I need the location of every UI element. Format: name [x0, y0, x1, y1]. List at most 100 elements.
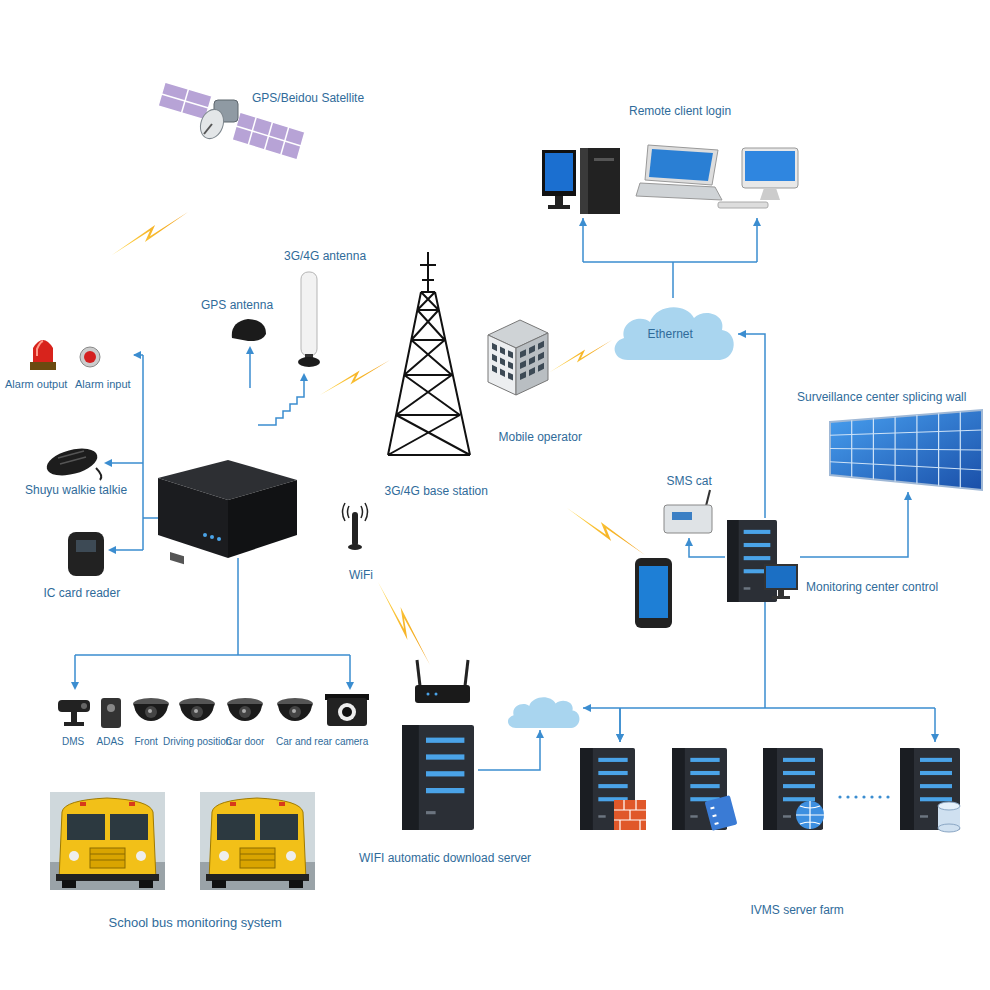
arrowhead	[753, 218, 761, 226]
art-part	[277, 698, 313, 721]
walkie-talkie-icon	[44, 444, 102, 481]
art-part	[862, 795, 865, 798]
art-part	[492, 354, 497, 362]
alarm-input-icon	[80, 347, 100, 367]
art-part	[645, 145, 718, 185]
cloud-outline	[615, 307, 734, 360]
art-part	[327, 698, 367, 726]
art-part	[529, 356, 535, 365]
art-part	[520, 360, 526, 369]
art-part	[76, 540, 96, 552]
art-part	[545, 153, 573, 191]
art-part	[580, 148, 620, 214]
art-part	[649, 149, 713, 181]
wireless-bolt	[550, 340, 612, 372]
art-part	[500, 358, 505, 366]
art-part	[133, 351, 141, 359]
node-label: SMS cat	[667, 474, 712, 488]
video-wall-icon	[830, 410, 982, 490]
connector	[616, 602, 939, 742]
art-part	[830, 412, 982, 488]
node-label: WIFI automatic download server	[359, 851, 531, 865]
art-part	[500, 347, 505, 355]
art-part	[170, 552, 184, 564]
building-node: Mobile operator	[485, 315, 590, 445]
art-part	[778, 589, 784, 597]
art-part	[555, 196, 563, 206]
art-part	[538, 363, 544, 372]
node-label: Remote client login	[629, 104, 731, 118]
antenna-node: 3G/4G antenna	[280, 248, 372, 372]
art-part	[96, 468, 101, 480]
art-part	[529, 367, 535, 376]
art-part	[348, 544, 362, 550]
art-part	[37, 341, 43, 356]
art-part	[71, 682, 79, 690]
connector-line	[583, 218, 757, 298]
bus-photo	[50, 792, 165, 890]
camera-node: ADAS	[98, 692, 124, 750]
art-part	[635, 558, 672, 628]
art-part	[900, 748, 960, 830]
art-part	[830, 430, 982, 435]
art-part	[548, 205, 570, 209]
art-part	[158, 82, 212, 120]
art-part	[81, 703, 87, 709]
connector	[800, 492, 912, 557]
art-part	[520, 349, 526, 358]
node-label: DMS	[62, 736, 84, 748]
art-part	[614, 800, 646, 830]
art-part	[492, 365, 497, 373]
gps-antenna-icon	[232, 319, 266, 341]
art-part	[763, 748, 823, 830]
art-part	[179, 698, 215, 721]
art-part	[236, 126, 301, 146]
device-node: Alarm input	[72, 340, 134, 392]
art-part	[745, 151, 795, 181]
art-part	[492, 343, 513, 381]
art-part	[492, 343, 497, 351]
camera-icons	[58, 694, 369, 728]
camera-node: Car and rear camera	[275, 692, 375, 750]
art-part	[488, 335, 516, 395]
art-part	[133, 698, 169, 721]
arrowhead	[616, 734, 624, 742]
art-part	[529, 345, 535, 354]
art-part	[710, 808, 718, 824]
art-part	[718, 202, 768, 208]
art-part	[227, 698, 263, 721]
connector-line	[620, 602, 935, 742]
art-part	[838, 795, 841, 798]
art-part	[830, 462, 982, 470]
art-part	[772, 596, 790, 599]
art-part	[664, 505, 712, 533]
art-part	[71, 712, 77, 722]
art-part	[542, 150, 576, 196]
art-part	[232, 112, 305, 160]
art-part	[33, 340, 53, 362]
node-label: IVMS server farm	[751, 903, 844, 917]
art-part	[84, 351, 96, 363]
device-node: Alarm output	[3, 332, 71, 392]
device-node: SMS cat	[660, 472, 718, 538]
art-part	[520, 341, 544, 380]
server-farm-icons	[580, 748, 960, 832]
art-part	[352, 512, 358, 546]
node-label: GPS/Beidou Satellite	[252, 91, 364, 105]
art-part	[508, 350, 513, 358]
art-part	[830, 410, 982, 490]
node-label: GPS antenna	[201, 298, 273, 312]
display-node: Surveillance center splicing wall	[793, 388, 985, 492]
art-part	[101, 698, 121, 728]
arrowhead	[583, 704, 591, 712]
art-part	[886, 795, 889, 798]
art-part	[636, 183, 722, 200]
node-label: Car and rear camera	[276, 736, 368, 748]
connector-line	[689, 538, 725, 557]
card-reader-icon	[68, 532, 104, 576]
art-part	[30, 362, 56, 370]
art-part	[742, 148, 798, 188]
wireless-bolt	[567, 508, 645, 555]
